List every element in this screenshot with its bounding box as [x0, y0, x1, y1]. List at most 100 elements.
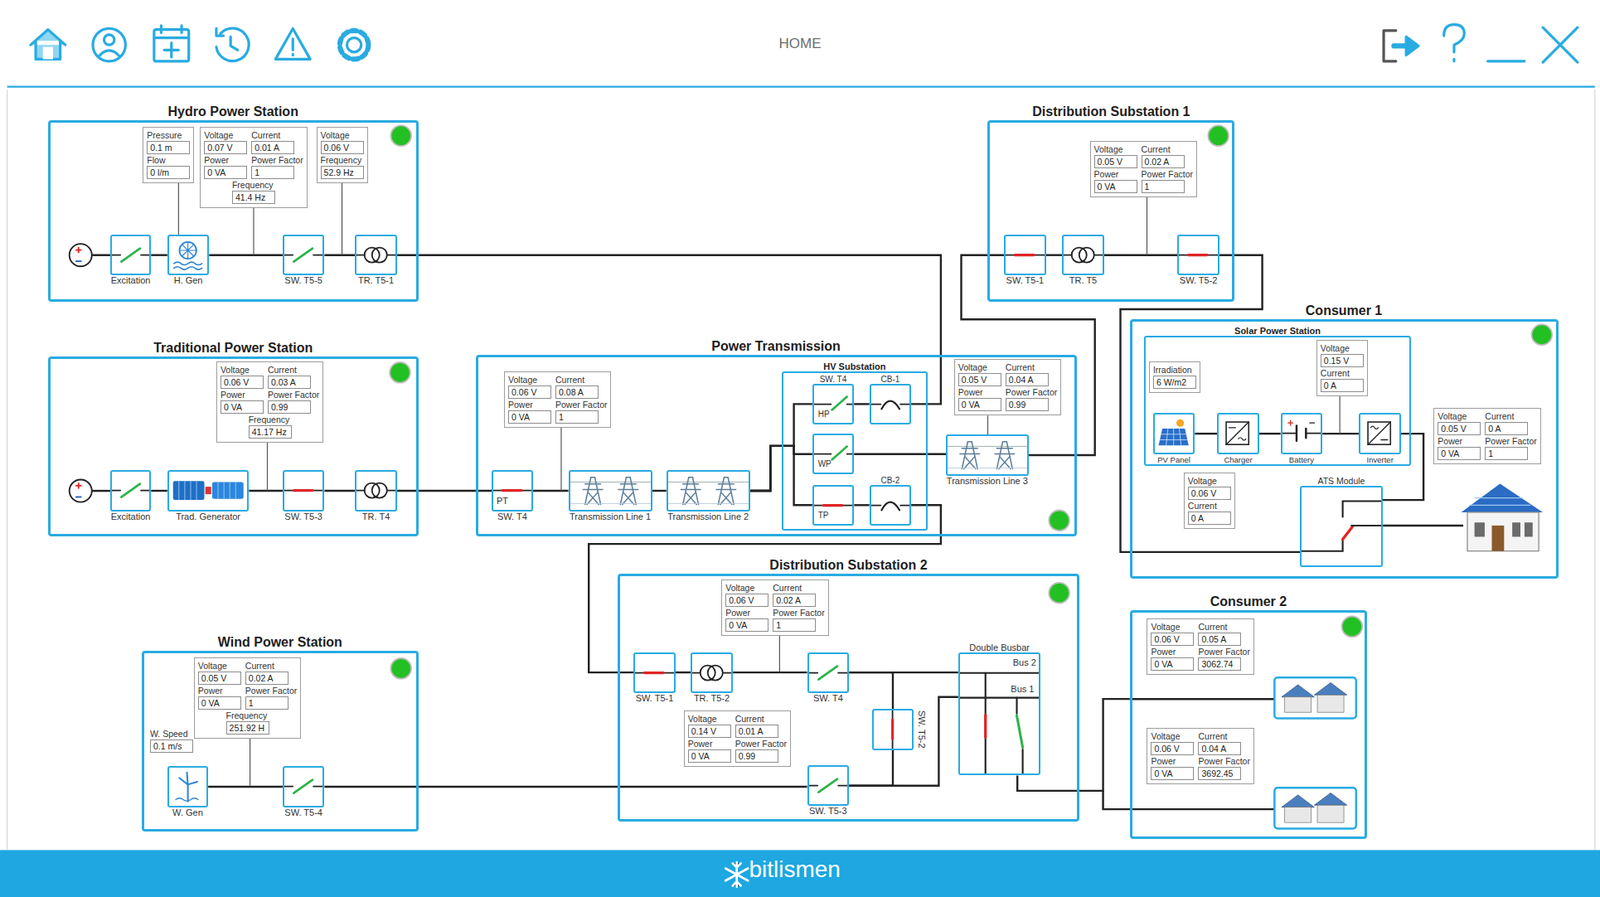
meter-box: Voltage0.06 VCurrent0.03 APower0 VAPower… [216, 361, 324, 443]
component-box: SW. T4 [807, 652, 849, 694]
field-value: 0.03 A [267, 375, 311, 389]
field-value: 0.01 A [735, 724, 779, 738]
component-label: Transmission Line 1 [569, 511, 651, 523]
field-value: 0.07 V [203, 140, 248, 155]
meter-field: Voltage0.05 V [1094, 144, 1138, 169]
component-label: Inverter [1367, 454, 1394, 466]
wire [1259, 432, 1281, 435]
field-label: Current [1187, 500, 1217, 512]
brand-label: bitlismen [748, 858, 840, 882]
leader-line [266, 442, 268, 491]
component-box: Transmission Line 2 [666, 470, 751, 511]
meter-field: Frequency251.92 H [226, 710, 270, 735]
footer-bar [0, 849, 1600, 897]
component-label: CB-2 [880, 475, 900, 486]
component-label: HP [818, 408, 830, 420]
field-value: 0.14 V [688, 724, 732, 738]
field-label: Frequency [320, 155, 363, 166]
field-label: Voltage [320, 130, 350, 141]
field-label: Pressure [146, 130, 182, 141]
component-box: TR. T4 [354, 470, 397, 511]
field-label: Power [1150, 756, 1176, 767]
field-label: Frequency [232, 179, 274, 191]
meter-field: Current0.02 A [772, 582, 825, 607]
field-label: Voltage [198, 660, 228, 672]
component-symbol [111, 236, 150, 274]
component-symbol [668, 471, 749, 510]
field-label: Power [1437, 436, 1463, 447]
meter-field: Power0 VA [958, 387, 1002, 412]
meter-box: Voltage0.06 VCurrent0 A [1183, 472, 1236, 529]
wire [1104, 254, 1179, 257]
field-label: Current [772, 582, 802, 594]
component-symbol [960, 654, 1040, 775]
sub-title: HV Substation [758, 361, 951, 373]
component-symbol [809, 766, 848, 805]
field-value: 0 VA [688, 749, 732, 763]
field-value: 0.02 A [245, 671, 289, 685]
field-label: Voltage [1437, 411, 1467, 422]
station-title: Distribution Substation 1 [940, 103, 1282, 120]
field-label: Power [725, 607, 751, 619]
field-label: Power Factor [267, 389, 320, 401]
meter-box: W. Speed0.1 m/s [145, 725, 198, 757]
field-label: Power Factor [245, 685, 297, 697]
field-value: 0.1 m/s [150, 739, 194, 753]
meter-field: Power0 VA [203, 155, 248, 180]
wire [848, 672, 893, 709]
field-value: 3692.45 [1197, 766, 1242, 781]
component-box: PTSW. T4 [491, 470, 533, 511]
meter-field: Current0.01 A [251, 130, 303, 155]
field-label: Power Factor [1005, 387, 1057, 398]
meter-field: Power Factor0.99 [735, 738, 787, 763]
component-label: Trad. Generator [175, 511, 241, 523]
component-symbol [284, 236, 323, 274]
field-value: 0 VA [203, 165, 248, 180]
component-label: TR. T5-2 [693, 693, 730, 704]
component-symbol [635, 654, 674, 692]
field-label: Frequency [248, 414, 291, 426]
component-box: PV Panel [1153, 412, 1195, 454]
component-label: Excitation [111, 275, 151, 287]
meter-field: Current0 A [1320, 368, 1364, 393]
component-label: SW. T4 [819, 373, 848, 385]
meter-box: Voltage0.06 VFrequency52.9 Hz [316, 126, 369, 184]
field-value: 0.01 A [251, 140, 295, 155]
meter-field: Power0 VA [508, 399, 552, 424]
meter-field: Voltage0.06 V [1150, 621, 1194, 646]
component-box: Excitation [110, 470, 151, 511]
wire [1046, 254, 1063, 257]
component-label: TP [818, 509, 830, 521]
meter-field: Power Factor1 [1484, 436, 1537, 461]
field-value: 0.08 A [555, 385, 599, 399]
field-label: Voltage [1187, 475, 1217, 487]
station-title: Wind Power Station [94, 634, 466, 650]
field-value: 52.9 Hz [320, 165, 364, 180]
field-value: 0.1 m [146, 140, 190, 155]
component-label: SW. T5-3 [284, 511, 323, 523]
meter-field: Voltage0.15 V [1320, 343, 1364, 368]
field-value: 0.05 V [198, 671, 242, 685]
meter-field: Power Factor3692.45 [1197, 756, 1250, 781]
component-box: Transmission Line 3 [945, 434, 1029, 476]
component-label: TR. T4 [362, 511, 390, 523]
meter-field: Current0 A [1484, 411, 1537, 436]
power-sources [69, 243, 111, 502]
meter-field: Power0 VA [198, 685, 242, 710]
component-symbol [111, 471, 150, 510]
field-label: Voltage [725, 582, 755, 594]
wire [848, 750, 893, 786]
field-label: Power [508, 399, 534, 411]
field-value: 1 [245, 696, 289, 710]
field-label: Power Factor [735, 738, 787, 750]
component-label: TR. T5-1 [358, 275, 394, 287]
field-label: Voltage [1150, 621, 1180, 633]
wire [324, 254, 355, 257]
field-value: 0.05 V [1094, 155, 1138, 169]
status-lights [389, 125, 1552, 679]
field-value: 0.06 V [508, 385, 552, 399]
field-value: 0 VA [1437, 446, 1481, 461]
field-value: 0.02 A [1141, 155, 1185, 169]
component-label: WP [818, 458, 832, 470]
field-value: 0.99 [1005, 397, 1049, 412]
